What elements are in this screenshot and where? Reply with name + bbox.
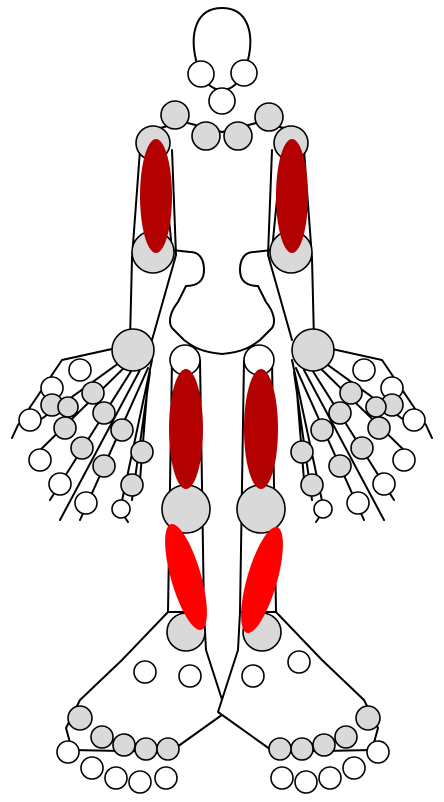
right-toe-2-joint-2 (81, 757, 103, 779)
right-middle-joint-3 (49, 473, 71, 495)
right-toe-4-joint-2 (129, 771, 151, 793)
right-toe-1-joint-2 (57, 741, 79, 763)
torso-outline (160, 122, 284, 354)
left-little-joint-3 (314, 500, 332, 518)
nose-joint (209, 88, 235, 114)
left-toe-4-joint-2 (295, 771, 317, 793)
right-toe-1-joint-1 (68, 706, 92, 730)
left-ring-joint-1 (311, 419, 333, 441)
left-toe-5-joint-2 (271, 767, 293, 789)
left-eye-joint (231, 60, 257, 86)
right-little-joint-2 (121, 474, 143, 496)
left-thumb-joint-1 (353, 359, 375, 381)
left-midfoot-joint (242, 665, 264, 687)
right-thumb-joint-1 (69, 359, 91, 381)
left-middle-joint-1 (329, 402, 351, 424)
left-middle-joint-2 (351, 437, 373, 459)
left-palm-joint-2 (366, 397, 386, 417)
left-neck-joint (224, 122, 252, 150)
right-little-joint-1 (131, 441, 153, 463)
left-clavicle-joint (255, 103, 283, 131)
right-middle-joint-1 (93, 402, 115, 424)
left-toe-2-joint-1 (335, 726, 357, 748)
right-midfoot-joint (179, 665, 201, 687)
right-middle-joint-2 (71, 437, 93, 459)
right-toe-5-joint-2 (155, 767, 177, 789)
right-toe-4-joint-1 (135, 738, 157, 760)
right-ring-joint-3 (75, 492, 97, 514)
left-thigh-segment (244, 369, 278, 489)
left-index-joint-2 (368, 417, 390, 439)
left-toe-2-joint-2 (343, 757, 365, 779)
right-palm-joint-2 (58, 397, 78, 417)
right-clavicle-joint (161, 101, 189, 129)
left-middle-joint-3 (373, 473, 395, 495)
left-toe-4-joint-1 (291, 738, 313, 760)
right-index-joint-3 (29, 449, 51, 471)
left-toe-5-joint-1 (269, 738, 291, 760)
left-toe-1-joint-1 (356, 706, 380, 730)
left-wrist-joint (292, 329, 334, 371)
left-heel-joint (288, 651, 310, 673)
right-toe-2-joint-1 (91, 726, 113, 748)
left-ring-joint-2 (329, 455, 351, 477)
left-ring-joint-3 (347, 492, 369, 514)
left-upper-arm-segment (276, 139, 308, 253)
left-thumb-joint-3 (403, 409, 425, 431)
right-toe-3-joint-1 (113, 734, 135, 756)
right-ring-joint-2 (93, 455, 115, 477)
right-toe-3-joint-2 (105, 767, 127, 789)
right-toe-5-joint-1 (157, 738, 179, 760)
right-wrist-joint (112, 329, 154, 371)
left-index-joint-3 (393, 449, 415, 471)
right-neck-joint (192, 122, 220, 150)
left-toe-3-joint-2 (319, 767, 341, 789)
left-index-joint-1 (340, 382, 362, 404)
right-little-joint-3 (112, 500, 130, 518)
right-heel-joint (134, 661, 156, 683)
right-thumb-joint-3 (19, 409, 41, 431)
right-eye-joint (188, 61, 214, 87)
left-toe-3-joint-1 (313, 734, 335, 756)
left-toe-1-joint-2 (367, 741, 389, 763)
left-little-joint-2 (301, 474, 323, 496)
right-ring-joint-1 (111, 419, 133, 441)
right-index-joint-2 (54, 417, 76, 439)
left-knee-joint (237, 485, 285, 533)
left-little-joint-1 (291, 441, 313, 463)
right-index-joint-1 (82, 382, 104, 404)
right-upper-arm-segment (140, 139, 172, 253)
right-thigh-segment (169, 369, 203, 489)
